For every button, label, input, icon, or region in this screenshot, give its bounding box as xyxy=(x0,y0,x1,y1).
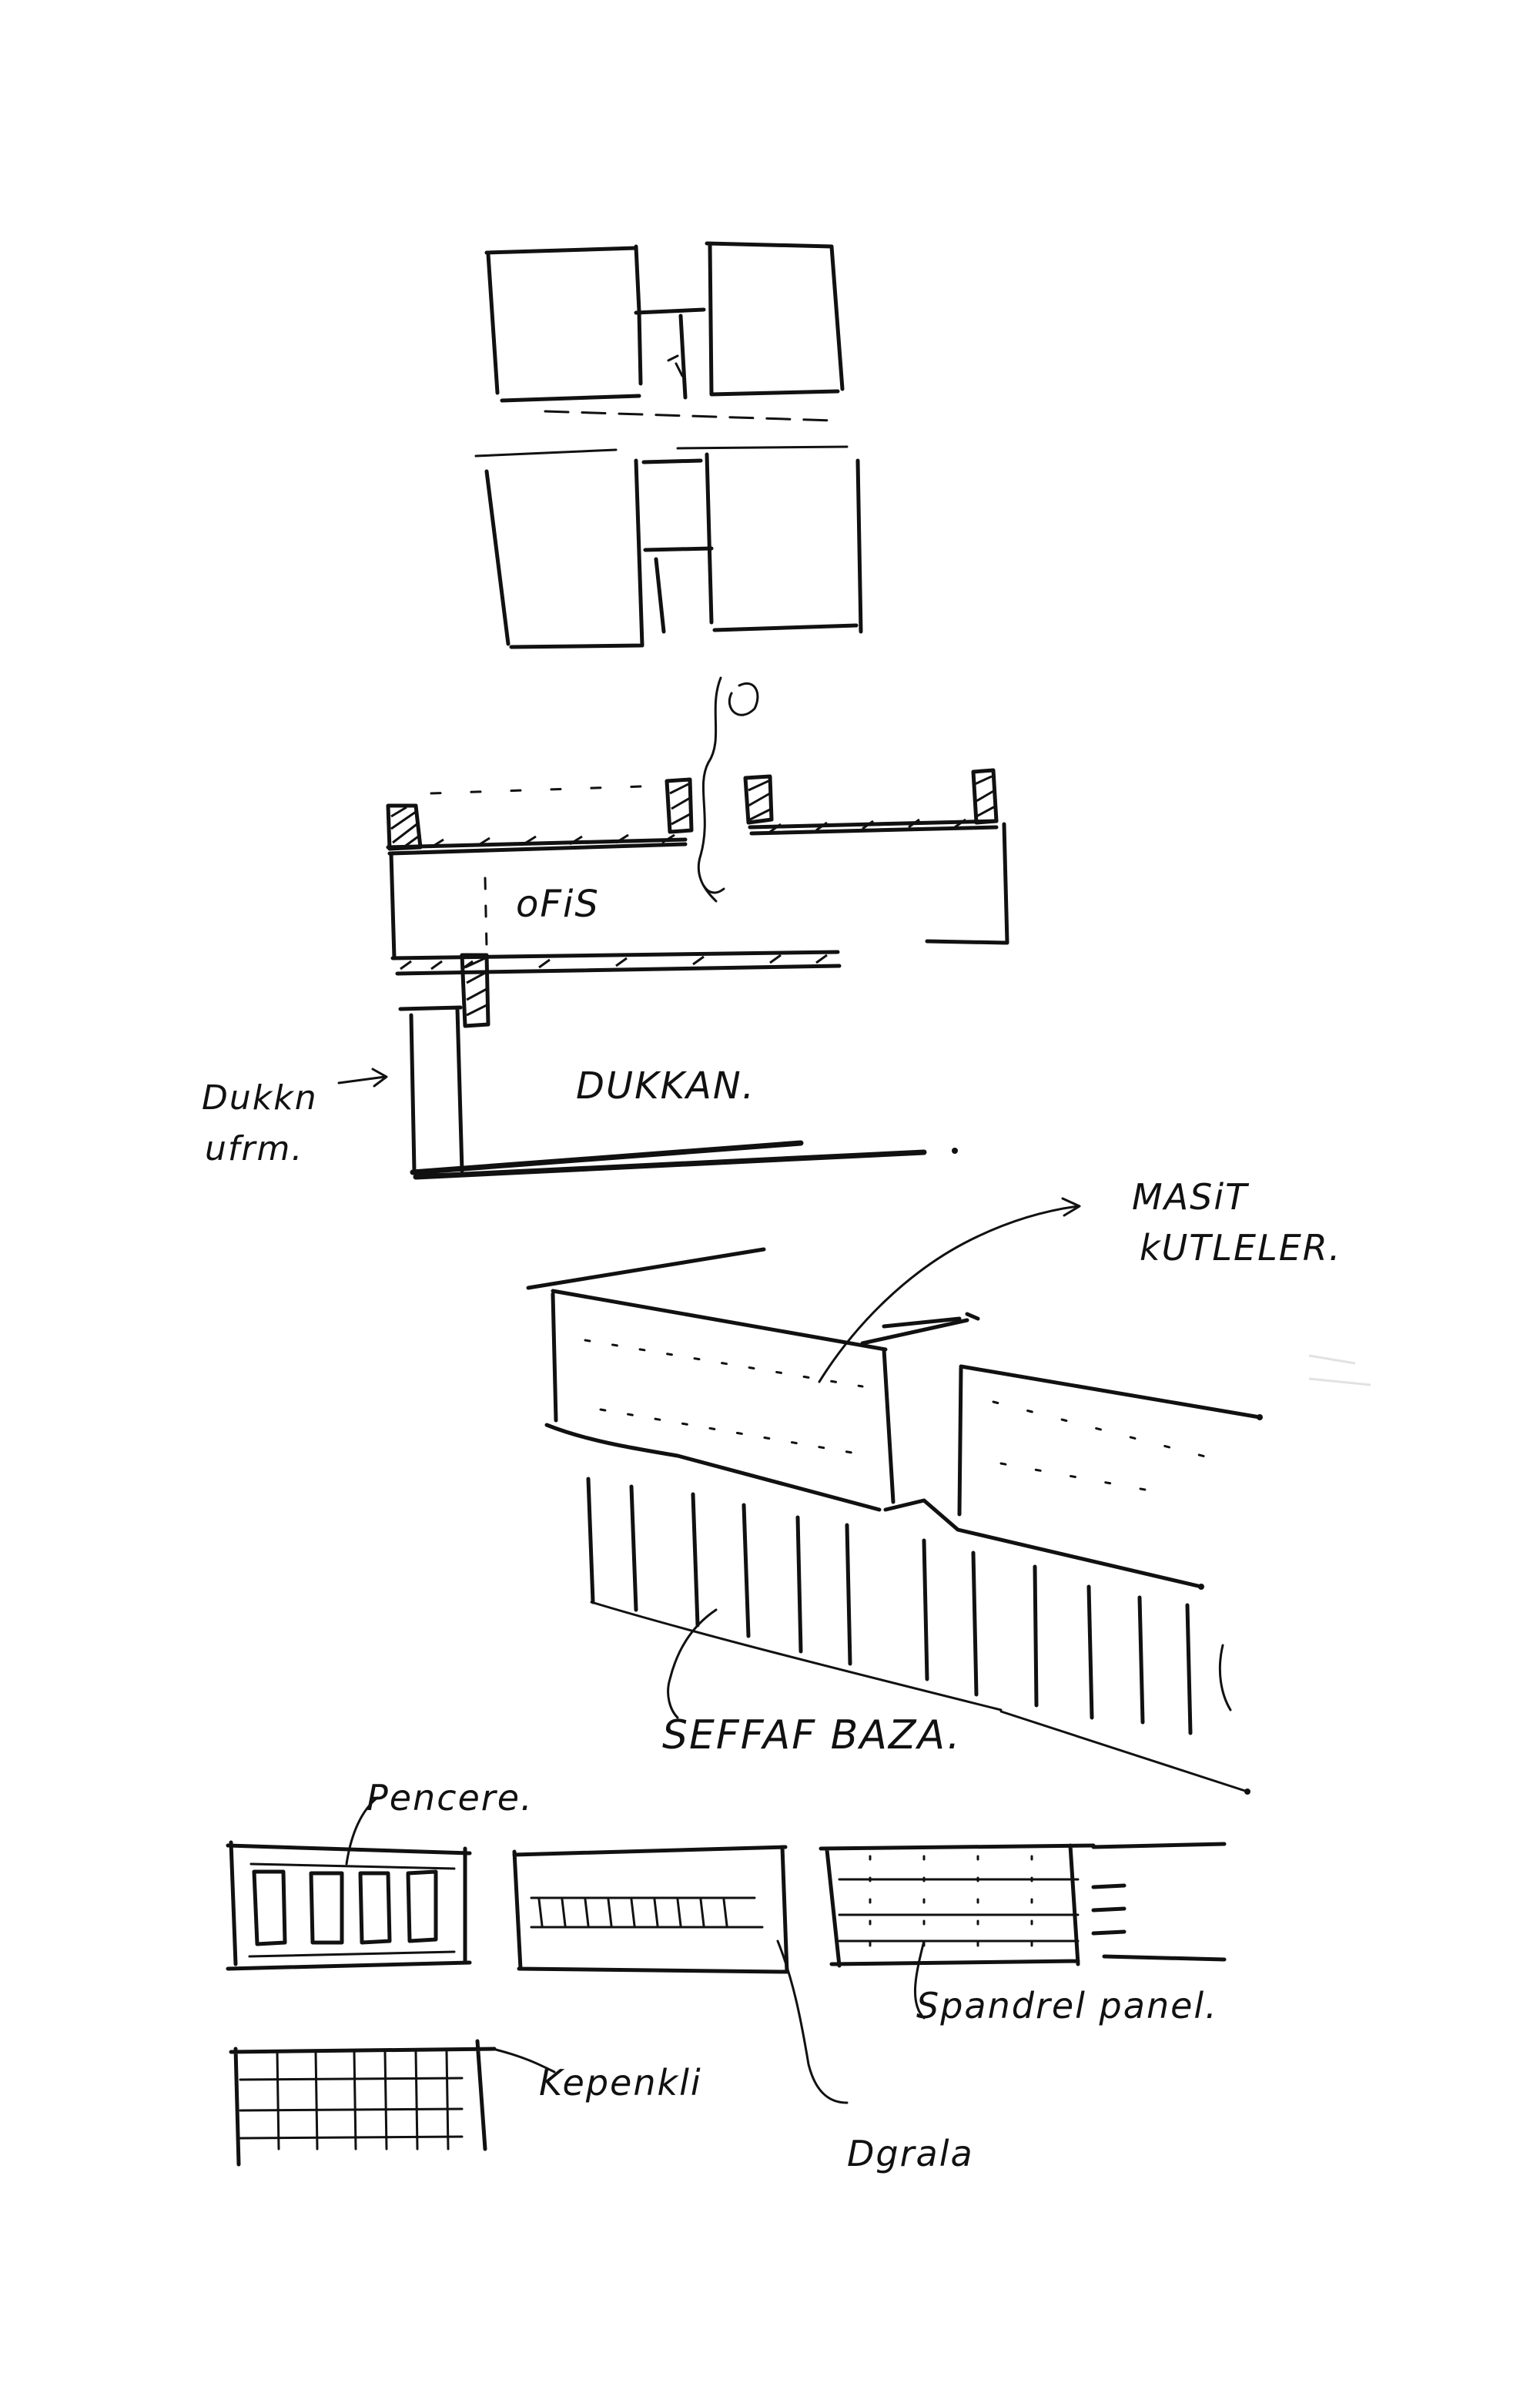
label-masif-kutleler-line1: MASiT xyxy=(1132,1176,1250,1218)
label-spandrel: Spandrel panel. xyxy=(916,1985,1218,2027)
label-kepenkli: Kepenkli xyxy=(539,2062,702,2104)
building-section-sketch: oFiS DUKKAN. Dukkn ufrm. xyxy=(202,676,1009,1180)
perspective-sketch: MASiT kUTLELER. SEFFAF BAZA. xyxy=(526,1176,1341,1795)
massing-plan-sketch xyxy=(474,241,863,649)
facade-options-sketch: Pencere. Spandrel panel. Kepenkli Dgrala xyxy=(226,1777,1227,2174)
label-seffaf-baza: SEFFAF BAZA. xyxy=(662,1712,962,1758)
label-masif-kutleler-line2: kUTLELER. xyxy=(1140,1227,1341,1269)
label-dukkan-ic-duvar-line1: Dukkn xyxy=(202,1078,318,1118)
label-ofis: oFiS xyxy=(516,883,600,926)
label-doseme: Dgrala xyxy=(847,2133,974,2174)
label-dukkan-ic-duvar-line2: ufrm. xyxy=(205,1129,303,1168)
label-dukkan: DUKKAN. xyxy=(576,1064,755,1108)
label-pencere: Pencere. xyxy=(367,1777,534,1819)
